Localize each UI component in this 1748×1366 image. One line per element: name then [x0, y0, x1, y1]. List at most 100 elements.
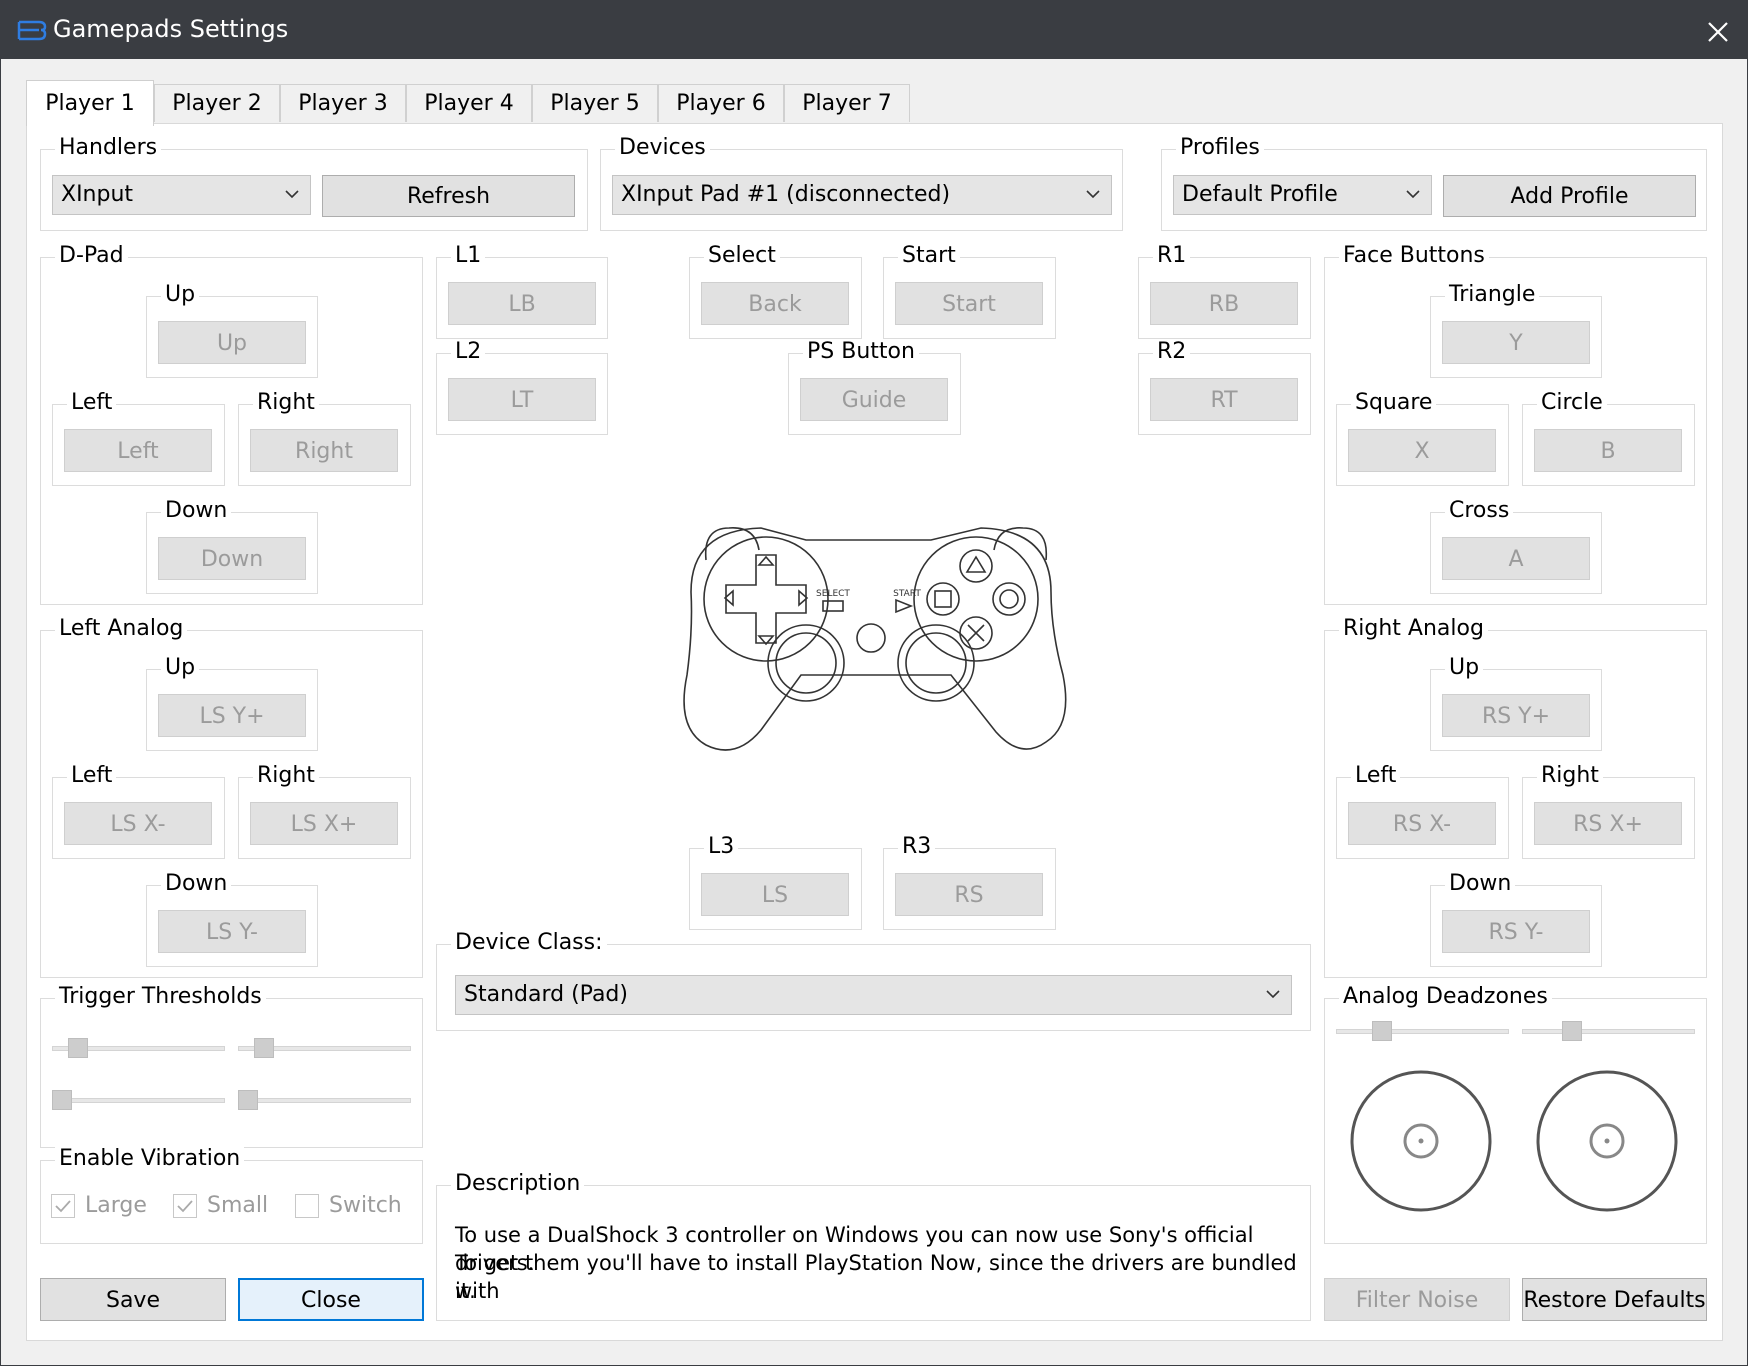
tab-player-1[interactable]: Player 1	[26, 80, 154, 126]
device-class-value: Standard (Pad)	[464, 982, 628, 1007]
r2-threshold-thumb[interactable]	[254, 1038, 274, 1058]
l1-group: L1 LB	[436, 243, 608, 339]
start-button[interactable]: Start	[895, 282, 1043, 325]
circle-group: Circle B	[1522, 390, 1695, 486]
description-line-1: To use a DualShock 3 controller on Windo…	[455, 1223, 1254, 1275]
ls-down-label: Down	[161, 871, 232, 897]
dpad-left-button[interactable]: Left	[64, 429, 212, 472]
r1-button[interactable]: RB	[1150, 282, 1298, 325]
profiles-group: Profiles Default Profile Add Profile	[1161, 135, 1707, 231]
ls-left-button[interactable]: LS X-	[64, 802, 212, 845]
circle-label: Circle	[1537, 390, 1607, 416]
rs-right-label: Right	[1537, 763, 1603, 789]
right-stick-deadzone-preview	[1536, 1070, 1678, 1212]
select-button[interactable]: Back	[701, 282, 849, 325]
tab-player-4[interactable]: Player 4	[406, 84, 532, 122]
ls-up-group: Up LS Y+	[146, 655, 318, 751]
l2-threshold-thumb[interactable]	[68, 1038, 88, 1058]
ps-button-group: PS Button Guide	[788, 339, 961, 435]
ls-up-button[interactable]: LS Y+	[158, 694, 306, 737]
chevron-down-icon	[1266, 990, 1280, 999]
dpad-right-button[interactable]: Right	[250, 429, 398, 472]
right-analog-label: Right Analog	[1339, 616, 1488, 642]
ls-right-button[interactable]: LS X+	[250, 802, 398, 845]
restore-defaults-button[interactable]: Restore Defaults	[1522, 1278, 1707, 1321]
rs-left-button[interactable]: RS X-	[1348, 802, 1496, 845]
dpad-down-label: Down	[161, 498, 232, 524]
l2-threshold-track[interactable]	[52, 1046, 225, 1051]
r2-button[interactable]: RT	[1150, 378, 1298, 421]
dpad-group: D-Pad Up Up Left Left Right Right Down D…	[40, 243, 423, 605]
description-line-2: To get them you'll have to install PlayS…	[455, 1251, 1297, 1303]
tab-player-7[interactable]: Player 7	[784, 84, 910, 122]
analog-deadzones-label: Analog Deadzones	[1339, 984, 1552, 1010]
rs-down-label: Down	[1445, 871, 1516, 897]
handlers-label: Handlers	[55, 135, 162, 161]
r1-group: R1 RB	[1138, 243, 1311, 339]
refresh-button[interactable]: Refresh	[322, 175, 575, 217]
rs-right-group: Right RS X+	[1522, 763, 1695, 859]
save-button[interactable]: Save	[40, 1278, 226, 1321]
description-group: Description To use a DualShock 3 control…	[436, 1171, 1311, 1321]
close-icon[interactable]	[1697, 11, 1737, 51]
add-profile-button[interactable]: Add Profile	[1443, 175, 1696, 217]
rs-down-button[interactable]: RS Y-	[1442, 910, 1590, 953]
check-icon	[55, 1200, 71, 1213]
device-class-combo[interactable]: Standard (Pad)	[455, 975, 1292, 1015]
right-deadzone-track[interactable]	[1522, 1029, 1695, 1034]
tab-content: Handlers XInput Refresh Devices XInput P…	[26, 123, 1723, 1341]
rs-right-button[interactable]: RS X+	[1534, 802, 1682, 845]
dpad-label: D-Pad	[55, 243, 128, 269]
left-deadzone-thumb[interactable]	[1372, 1021, 1392, 1041]
select-group: Select Back	[689, 243, 862, 339]
ls-up-label: Up	[161, 655, 200, 681]
close-button[interactable]: Close	[238, 1278, 424, 1321]
triangle-button[interactable]: Y	[1442, 321, 1590, 364]
left-deadzone-track[interactable]	[1336, 1029, 1509, 1034]
start-label: Start	[898, 243, 960, 269]
tab-player-3[interactable]: Player 3	[280, 84, 406, 122]
tab-player-5[interactable]: Player 5	[532, 84, 658, 122]
right-analog-group: Right Analog Up RS Y+ Left RS X- Right R…	[1324, 616, 1707, 978]
l2-button[interactable]: LT	[448, 378, 596, 421]
right-deadzone-thumb[interactable]	[1562, 1021, 1582, 1041]
l2-threshold-2-thumb[interactable]	[52, 1090, 72, 1110]
circle-button[interactable]: B	[1534, 429, 1682, 472]
filter-noise-button[interactable]: Filter Noise	[1324, 1278, 1510, 1321]
ls-down-button[interactable]: LS Y-	[158, 910, 306, 953]
cross-button[interactable]: A	[1442, 537, 1590, 580]
face-buttons-label: Face Buttons	[1339, 243, 1489, 269]
handlers-combo[interactable]: XInput	[52, 175, 311, 215]
tab-player-6[interactable]: Player 6	[658, 84, 784, 122]
checkbox-box[interactable]	[173, 1194, 197, 1218]
r2-threshold-track[interactable]	[238, 1046, 411, 1051]
select-label: Select	[704, 243, 780, 269]
square-button[interactable]: X	[1348, 429, 1496, 472]
description-label: Description	[451, 1171, 585, 1197]
l3-button[interactable]: LS	[701, 873, 849, 916]
switch-label: Switch	[329, 1193, 402, 1218]
r3-group: R3 RS	[883, 834, 1056, 930]
devices-combo[interactable]: XInput Pad #1 (disconnected)	[612, 175, 1112, 215]
left-analog-group: Left Analog Up LS Y+ Left LS X- Right LS…	[40, 616, 423, 978]
dpad-up-button[interactable]: Up	[158, 321, 306, 364]
tab-player-2[interactable]: Player 2	[154, 84, 280, 122]
ps-button-label: PS Button	[803, 339, 919, 365]
profiles-combo[interactable]: Default Profile	[1173, 175, 1432, 215]
l2-threshold-2-track[interactable]	[52, 1098, 225, 1103]
checkbox-box[interactable]	[51, 1194, 75, 1218]
chevron-down-icon	[1406, 190, 1420, 199]
checkbox-box[interactable]	[295, 1194, 319, 1218]
rs-up-group: Up RS Y+	[1430, 655, 1602, 751]
r3-button[interactable]: RS	[895, 873, 1043, 916]
r2-group: R2 RT	[1138, 339, 1311, 435]
l1-button[interactable]: LB	[448, 282, 596, 325]
ps-button[interactable]: Guide	[800, 378, 948, 421]
r2-threshold-2-track[interactable]	[238, 1098, 411, 1103]
r2-threshold-2-thumb[interactable]	[238, 1090, 258, 1110]
dpad-down-button[interactable]: Down	[158, 537, 306, 580]
l2-group: L2 LT	[436, 339, 608, 435]
vibration-group: Enable Vibration Large Small Switch	[40, 1146, 423, 1244]
rs-up-button[interactable]: RS Y+	[1442, 694, 1590, 737]
